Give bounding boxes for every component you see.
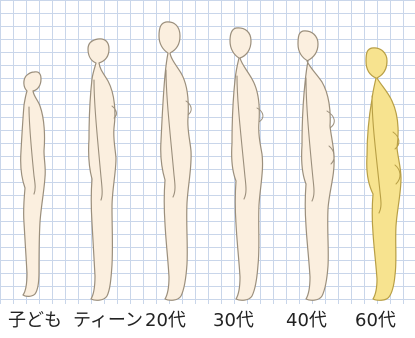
figure-40s [298,31,334,300]
age-label-row: 子ども ティーン 20代 30代 40代 60代 [0,304,415,338]
figure-30s [230,28,263,300]
figure-child [21,72,46,297]
figure-teen [88,39,116,300]
60s-body [366,48,401,300]
child-body [21,72,46,297]
figure-layer [0,0,415,304]
label-teen: ティーン [73,310,143,332]
figure-60s [366,48,401,300]
label-child: 子ども [8,310,62,332]
figure-20s [159,22,191,300]
label-60s: 60代 [355,310,396,332]
label-40s: 40代 [286,310,327,332]
30s-body [230,28,263,300]
teen-body [88,39,116,300]
label-20s: 20代 [145,310,186,332]
20s-body [159,22,191,300]
label-30s: 30代 [213,310,254,332]
40s-body [298,31,334,300]
